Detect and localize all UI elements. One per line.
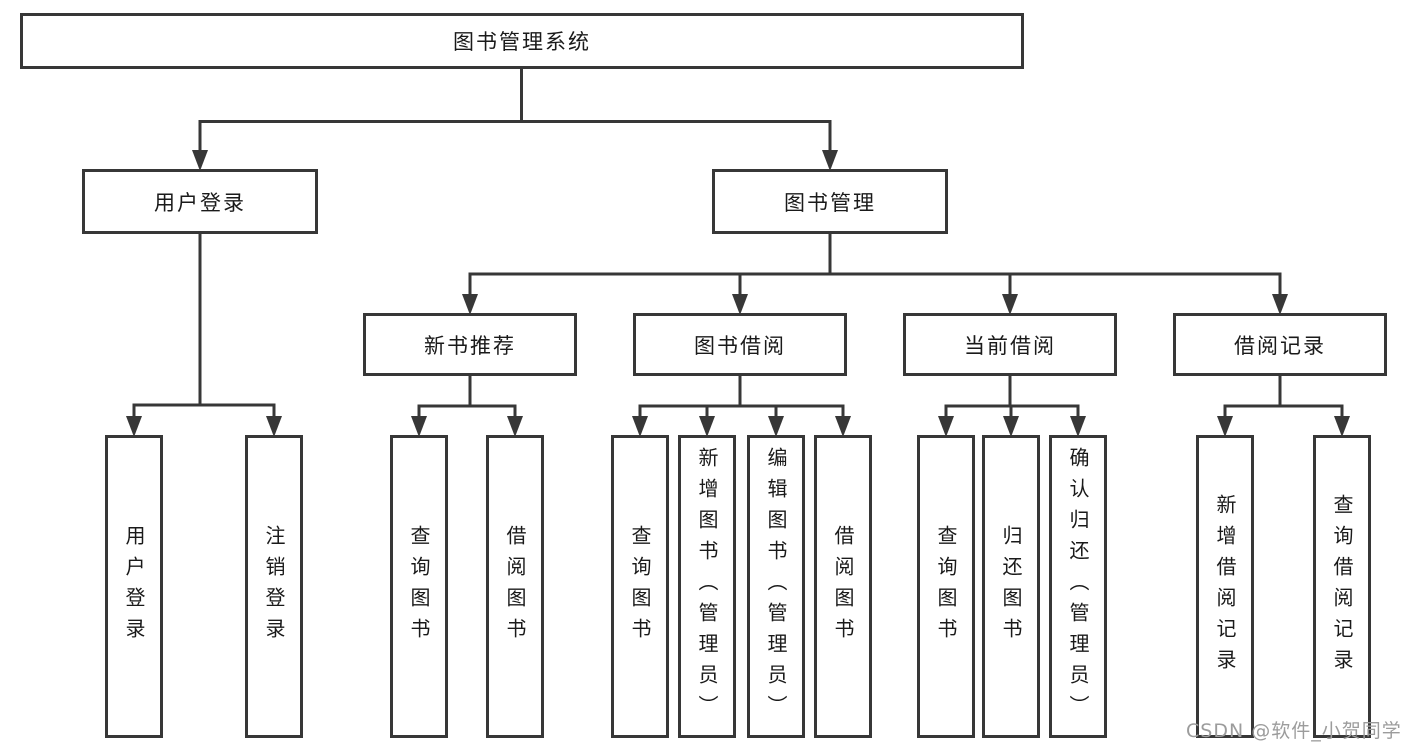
node-label: 归还图书 — [999, 524, 1023, 649]
node-label: 确认归还（管理员） — [1066, 447, 1090, 726]
connector-book-borrow-split — [638, 375, 845, 422]
node-user-login: 用户登录 — [82, 169, 318, 234]
leaf-query-books-current: 查询图书 — [917, 435, 975, 738]
arrowhead-icon — [1272, 294, 1288, 315]
node-label: 查询图书 — [407, 524, 431, 649]
node-current-borrow: 当前借阅 — [903, 313, 1117, 376]
arrowhead-icon — [835, 416, 851, 437]
leaf-confirm-return-admin: 确认归还（管理员） — [1049, 435, 1107, 738]
leaf-add-borrow-record: 新增借阅记录 — [1196, 435, 1254, 738]
leaf-edit-book-admin: 编辑图书（管理员） — [747, 435, 805, 738]
arrowhead-icon — [192, 150, 208, 171]
node-label: 查询借阅记录 — [1330, 493, 1354, 680]
node-label: 借阅记录 — [1234, 333, 1326, 358]
leaf-add-book-admin: 新增图书（管理员） — [678, 435, 736, 738]
leaf-query-borrow-record: 查询借阅记录 — [1313, 435, 1371, 738]
node-label: 图书管理系统 — [453, 30, 591, 54]
arrowhead-icon — [507, 416, 523, 437]
arrowhead-icon — [266, 416, 282, 437]
connector-book-management-to-level3 — [468, 233, 1282, 300]
leaf-logout: 注销登录 — [245, 435, 303, 738]
node-label: 新增图书（管理员） — [695, 447, 719, 726]
arrowhead-icon — [699, 416, 715, 437]
node-label: 借阅图书 — [831, 524, 855, 649]
leaf-user-login: 用户登录 — [105, 435, 163, 738]
node-book-management: 图书管理 — [712, 169, 948, 234]
node-label: 借阅图书 — [503, 524, 527, 649]
connector-current-borrow-split — [944, 375, 1080, 422]
leaf-borrow-books-recommend: 借阅图书 — [486, 435, 544, 738]
watermark: CSDN @软件_小贺同学 — [1186, 720, 1402, 742]
arrowhead-icon — [768, 416, 784, 437]
leaf-query-books-recommend: 查询图书 — [390, 435, 448, 738]
arrowhead-icon — [411, 416, 427, 437]
arrowhead-icon — [938, 416, 954, 437]
arrowhead-icon — [1003, 416, 1019, 437]
node-label: 注销登录 — [262, 524, 286, 649]
node-label: 当前借阅 — [964, 333, 1056, 358]
connector-new-book-split — [417, 375, 517, 422]
node-root: 图书管理系统 — [20, 13, 1024, 69]
arrowhead-icon — [732, 294, 748, 315]
connector-user-login-split — [132, 233, 276, 422]
leaf-query-books-borrow: 查询图书 — [611, 435, 669, 738]
node-label: 编辑图书（管理员） — [764, 447, 788, 726]
node-label: 图书管理 — [784, 190, 876, 215]
arrowhead-icon — [126, 416, 142, 437]
connector-borrow-records-split — [1223, 375, 1344, 422]
node-label: 用户登录 — [122, 524, 146, 649]
node-book-borrow: 图书借阅 — [633, 313, 847, 376]
leaf-return-book: 归还图书 — [982, 435, 1040, 738]
node-label: 新书推荐 — [424, 333, 516, 358]
arrowhead-icon — [1002, 294, 1018, 315]
node-borrow-records: 借阅记录 — [1173, 313, 1387, 376]
node-label: 查询图书 — [934, 524, 958, 649]
node-label: 查询图书 — [628, 524, 652, 649]
node-label: 图书借阅 — [694, 333, 786, 358]
leaf-borrow-books: 借阅图书 — [814, 435, 872, 738]
node-label: 用户登录 — [154, 190, 246, 215]
node-new-book-recommend: 新书推荐 — [363, 313, 577, 376]
connector-root-to-level2 — [198, 68, 832, 158]
arrowhead-icon — [1217, 416, 1233, 437]
arrowhead-icon — [1334, 416, 1350, 437]
arrowhead-icon — [822, 150, 838, 171]
arrowhead-icon — [632, 416, 648, 437]
arrowhead-icon — [1070, 416, 1086, 437]
arrowhead-icon — [462, 294, 478, 315]
node-label: 新增借阅记录 — [1213, 493, 1237, 680]
